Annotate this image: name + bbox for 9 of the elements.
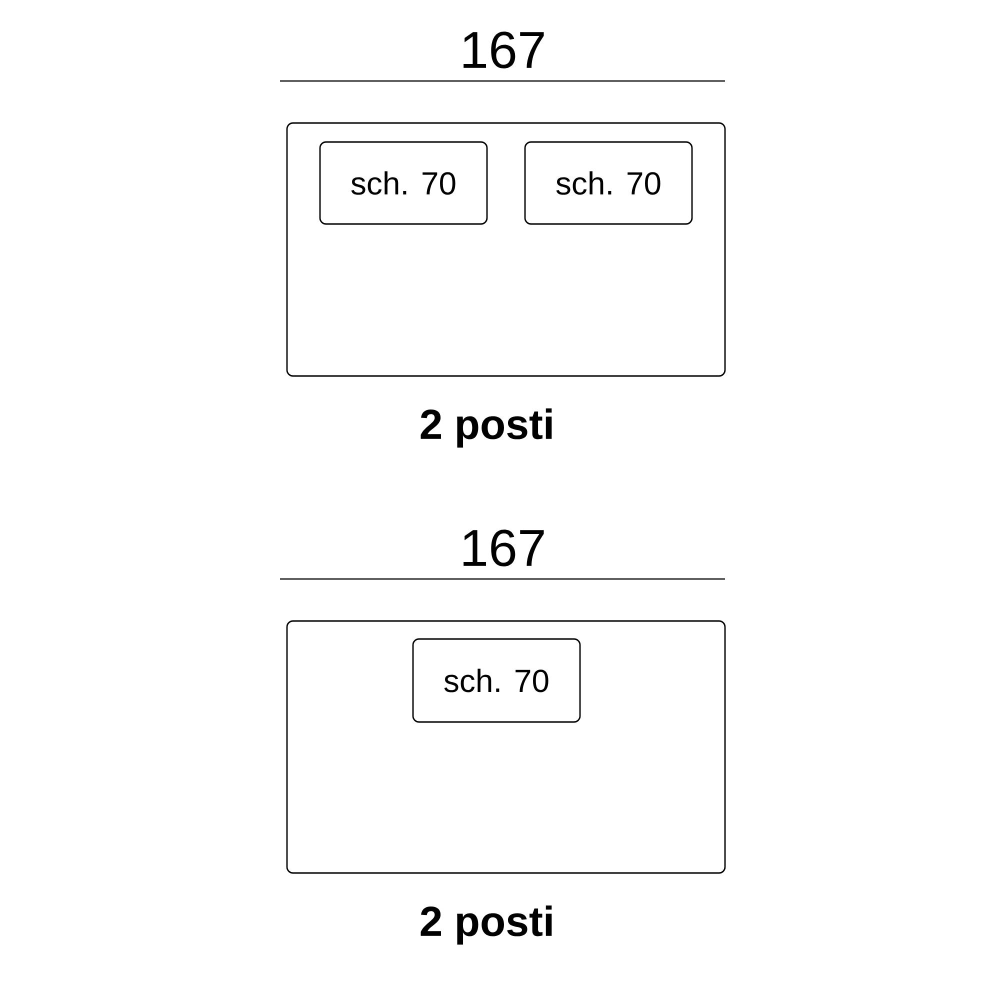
node-label: 2 posti [420, 905, 552, 945]
dimension-label: 167 [464, 32, 544, 68]
label-box: sch. 70 [412, 638, 581, 723]
label-box: sch. 70 [319, 141, 488, 225]
sofa-outline [286, 122, 726, 377]
sofa-outline [286, 620, 726, 874]
node-label: 2 posti [420, 408, 552, 448]
dimension-label: 167 [464, 530, 544, 566]
label-box: sch. 70 [524, 141, 693, 225]
